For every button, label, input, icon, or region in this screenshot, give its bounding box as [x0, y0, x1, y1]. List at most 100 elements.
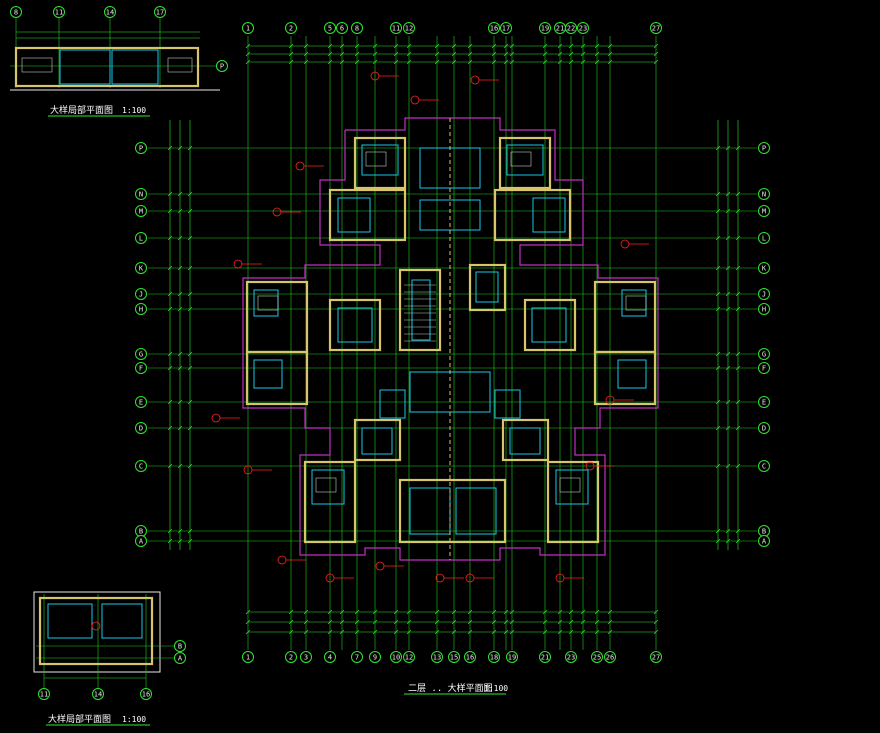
dimension-tick: [735, 235, 741, 241]
dimension-tick: [568, 629, 574, 635]
dimension-tick: [339, 43, 345, 49]
dimension-tick: [187, 235, 193, 241]
axis-bubble-top-11: 11: [390, 22, 402, 34]
dimension-tick: [303, 43, 309, 49]
detail-room: [47, 603, 93, 639]
dimension-tick: [177, 265, 183, 271]
dimension-tick: [580, 51, 586, 57]
dimension-tick: [303, 609, 309, 615]
dimension-tick: [393, 59, 399, 65]
room-boundary: [455, 487, 497, 535]
room-boundary: [409, 487, 451, 535]
dimension-tick: [568, 43, 574, 49]
room-boundary: [411, 279, 431, 341]
axis-bubble-right-B: B: [174, 640, 186, 652]
dimension-tick: [354, 629, 360, 635]
axis-bubble-bottom-1: 1: [242, 651, 254, 663]
building-outline-path: [242, 117, 659, 561]
dimension-tick: [725, 208, 731, 214]
axis-bubbles-right: P N M L K J H G F E D C B A: [758, 142, 770, 547]
axis-bubble-top-27: 27: [650, 22, 662, 34]
dimension-tick: [725, 399, 731, 405]
dimension-tick: [187, 365, 193, 371]
dimension-tick: [434, 619, 440, 625]
axis-bubble-bottom-16: 16: [140, 688, 152, 700]
axis-bubble-left-C: C: [135, 460, 147, 472]
dimension-tick: [503, 629, 509, 635]
dimension-tick: [568, 51, 574, 57]
detail-bottom-title: 大样局部平面图: [48, 713, 111, 725]
axis-bubble-right-J: J: [758, 288, 770, 300]
dimension-tick: [177, 425, 183, 431]
dimension-tick: [245, 619, 251, 625]
dimension-tick: [167, 538, 173, 544]
wall-segment: [468, 263, 507, 312]
dimension-tick: [607, 51, 613, 57]
dimension-tick: [503, 51, 509, 57]
dimension-tick: [406, 59, 412, 65]
svg-text:D: D: [139, 425, 143, 433]
section-tag-circle: [233, 259, 243, 269]
svg-text:B: B: [139, 528, 143, 536]
axis-bubble-right-P: P: [216, 60, 228, 72]
axis-bubble-left-G: G: [135, 348, 147, 360]
dimension-tick: [491, 51, 497, 57]
dimension-tick: [491, 629, 497, 635]
dimension-tick: [393, 51, 399, 57]
axis-bubble-top-19: 19: [539, 22, 551, 34]
section-tag-circle: [620, 239, 630, 249]
wall-segment: [245, 280, 309, 354]
dimension-tick: [187, 208, 193, 214]
wall-segment: [398, 268, 442, 352]
dimension-tick: [177, 145, 183, 151]
dimension-tick: [594, 51, 600, 57]
dimension-tick: [557, 619, 563, 625]
dimension-tick: [715, 528, 721, 534]
dimension-tick: [434, 609, 440, 615]
dimension-tick: [245, 629, 251, 635]
dimension-lines: [167, 43, 741, 635]
dimension-tick: [725, 306, 731, 312]
dimension-tick: [245, 43, 251, 49]
dimension-tick: [339, 59, 345, 65]
svg-text:F: F: [139, 365, 143, 373]
detail-bottom-left: 11 14 16 B A 大样局部平面图 1:100: [33, 591, 186, 726]
dimension-tick: [653, 59, 659, 65]
svg-text:N: N: [762, 191, 766, 199]
dimension-tick: [725, 145, 731, 151]
svg-text:2: 2: [289, 654, 293, 662]
dimension-tick: [715, 291, 721, 297]
dimension-tick: [725, 235, 731, 241]
svg-text:19: 19: [508, 654, 516, 662]
axis-bubble-bottom-23: 23: [565, 651, 577, 663]
dimension-tick: [467, 629, 473, 635]
dimension-tick: [372, 619, 378, 625]
axis-bubble-left-D: D: [135, 422, 147, 434]
dimension-tick: [288, 619, 294, 625]
dimension-tick: [167, 528, 173, 534]
room-boundary: [361, 144, 399, 176]
dimension-tick: [542, 609, 548, 615]
svg-text:P: P: [762, 145, 766, 153]
svg-text:L: L: [139, 235, 143, 243]
dimension-tick: [354, 51, 360, 57]
dimension-tick: [467, 609, 473, 615]
dimension-tick: [509, 59, 515, 65]
wall-segment: [398, 478, 507, 544]
dimension-tick: [339, 51, 345, 57]
dimension-tick: [354, 59, 360, 65]
detail-bottom-bubbles: 11 14 16 B A: [38, 640, 186, 700]
dimension-tick: [735, 291, 741, 297]
svg-text:1: 1: [246, 25, 250, 33]
dimension-tick: [607, 59, 613, 65]
room-boundary: [337, 307, 373, 343]
axis-bubble-left-J: J: [135, 288, 147, 300]
svg-text:H: H: [762, 306, 766, 314]
detail-room: [59, 49, 111, 85]
dimension-tick: [653, 51, 659, 57]
bed-furniture: [315, 477, 337, 493]
axis-bubbles-left: P N M L K J H G F E D C B A: [135, 142, 147, 547]
dimension-tick: [715, 208, 721, 214]
svg-text:16: 16: [142, 691, 150, 699]
